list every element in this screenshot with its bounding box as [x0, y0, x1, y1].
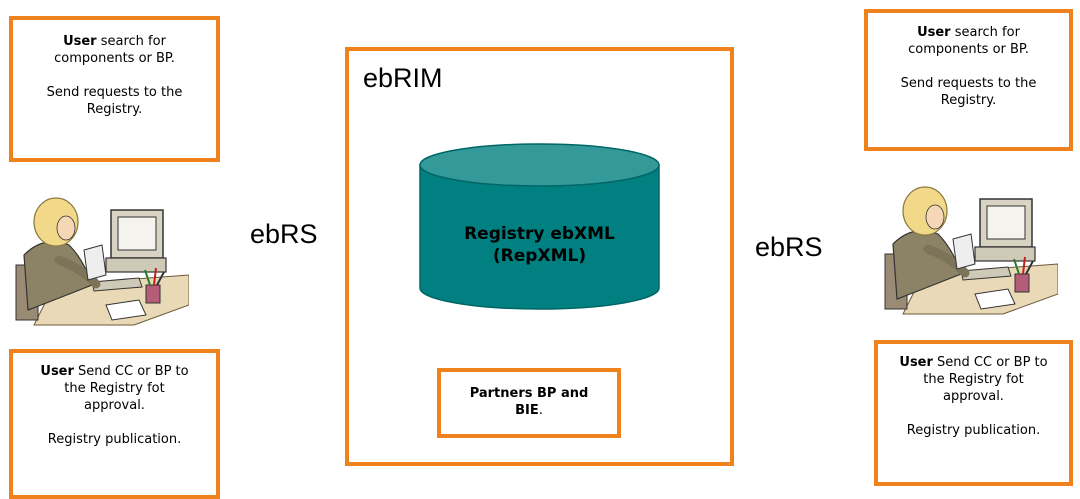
note-line: approval. — [84, 398, 145, 413]
bottom-left-note: User Send CC or BP to the Registry fot a… — [9, 349, 220, 499]
note-line: Registry publication. — [906, 423, 1041, 438]
top-left-note: User search for components or BP. Send r… — [9, 16, 220, 162]
partners-line: Partners BP and — [469, 386, 589, 401]
note-line: Send requests to the — [900, 76, 1037, 91]
note-line: the Registry fot — [923, 372, 1024, 387]
note-line: the Registry fot — [64, 381, 165, 396]
partners-bie: BIE — [515, 403, 539, 418]
note-bold: User — [899, 355, 933, 370]
partners-box: Partners BP and BIE. — [437, 368, 621, 438]
note-line: Registry. — [86, 102, 143, 117]
note-line: approval. — [943, 389, 1004, 404]
ebrs-label-right: ebRS — [755, 232, 823, 262]
note-bold: User — [917, 25, 951, 40]
top-right-note: User search for components or BP. Send r… — [864, 9, 1073, 151]
database-icon — [419, 143, 660, 310]
note-bold: User — [63, 34, 97, 49]
note-line: components or BP. — [54, 51, 175, 66]
note-line: Send requests to the — [46, 85, 183, 100]
partners-period: . — [538, 403, 543, 418]
note-line: Registry publication. — [47, 432, 182, 447]
note-line: search for — [950, 25, 1020, 40]
person-at-computer-icon — [15, 197, 189, 326]
note-line: components or BP. — [908, 42, 1029, 57]
database-title: Registry ebXML — [464, 224, 615, 244]
database-subtitle: (RepXML) — [492, 246, 587, 266]
note-bold: User — [40, 364, 74, 379]
ebrim-container: ebRIM Registry ebXML (RepXML) Partners B… — [345, 47, 734, 466]
ebrs-label-left: ebRS — [250, 219, 318, 249]
database-cylinder: Registry ebXML (RepXML) — [418, 143, 661, 313]
bottom-right-note: User Send CC or BP to the Registry fot a… — [874, 340, 1073, 486]
ebrim-label: ebRIM — [363, 63, 443, 93]
note-line: Send CC or BP to — [73, 364, 189, 379]
note-line: Send CC or BP to — [932, 355, 1048, 370]
note-line: search for — [96, 34, 166, 49]
person-at-computer-icon — [884, 186, 1058, 315]
note-line: Registry. — [940, 93, 997, 108]
